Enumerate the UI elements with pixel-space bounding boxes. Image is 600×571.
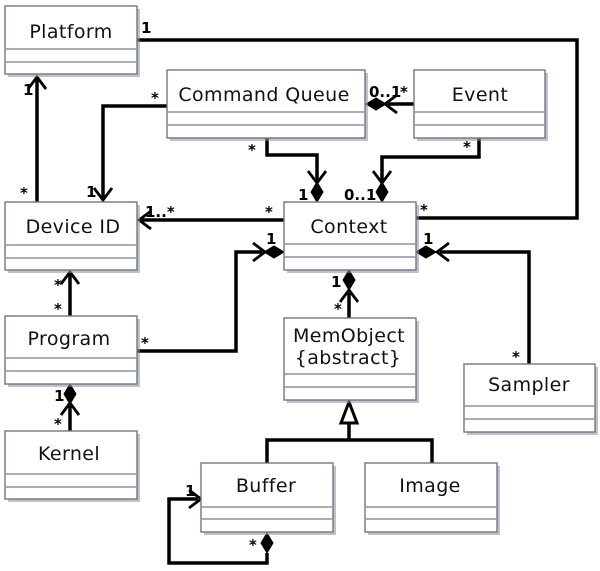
class-name-kernel: Kernel <box>38 443 100 465</box>
class-name-command-queue: Command Queue <box>178 84 349 106</box>
arrowhead-context-from-sampler <box>434 241 450 263</box>
mult-program-device-device-end: * <box>54 276 62 294</box>
class-event[interactable]: Event <box>413 69 548 141</box>
class-name-platform: Platform <box>29 21 112 43</box>
edge-queue-device <box>101 104 167 199</box>
class-program[interactable]: Program <box>4 315 140 387</box>
class-buffer[interactable]: Buffer <box>200 462 336 535</box>
mult-program-context-context-end: 1 <box>266 230 276 248</box>
mult-device-platform-device-end: * <box>20 184 28 202</box>
mult-buffer-self-diamond-end: * <box>249 536 257 554</box>
class-name-device-id: Device ID <box>26 216 121 238</box>
mult-sampler-context-context-end: 1 <box>423 230 433 248</box>
edge-program-context <box>137 250 262 353</box>
class-name-context: Context <box>310 216 387 238</box>
edge-platform-context <box>137 38 579 220</box>
class-stereotype-memobject: {abstract} <box>295 347 402 369</box>
mult-memobject-context-context-end: 1 <box>331 273 341 291</box>
composition-diamond-context-sampler <box>415 245 437 259</box>
class-name-sampler: Sampler <box>488 374 570 396</box>
mult-platform-context-platform-end: 1 <box>141 19 151 37</box>
generalization-triangle <box>338 397 360 425</box>
edge-queue-context <box>265 138 319 182</box>
mult-context-device-device-end: 1..* <box>145 203 175 221</box>
mult-buffer-self-arrow-end: 1 <box>185 482 195 500</box>
mult-queue-context-context-end: 1 <box>298 186 308 204</box>
mult-context-device-context-end: * <box>265 203 273 221</box>
class-name-image: Image <box>399 475 461 497</box>
arrowhead-device-from-queue <box>92 187 114 203</box>
composition-diamond-queue <box>365 97 387 111</box>
class-name-buffer: Buffer <box>236 475 296 497</box>
composition-diamond-context-memobject <box>342 269 356 291</box>
class-kernel[interactable]: Kernel <box>4 430 140 502</box>
mult-platform-context-context-end: * <box>420 201 428 219</box>
mult-device-platform-platform-end: 1 <box>23 81 33 99</box>
mult-memobject-context-memobject-end: * <box>334 300 342 318</box>
mult-queue-context-queue-end: * <box>248 141 256 159</box>
mult-sampler-context-sampler-end: * <box>512 348 520 366</box>
mult-queue-device-queue-end: * <box>151 89 159 107</box>
class-name-memobject: MemObject <box>293 325 405 347</box>
composition-diamond-buffer-self <box>260 532 274 554</box>
composition-diamond-program-kernel <box>63 383 77 405</box>
mult-program-context-program-end: * <box>141 334 149 352</box>
class-context[interactable]: Context <box>283 201 419 273</box>
class-device-id[interactable]: Device ID <box>4 201 140 273</box>
mult-kernel-program-program-end: 1 <box>54 387 64 405</box>
class-platform[interactable]: Platform <box>4 5 140 77</box>
mult-event-queue-queue-end: 0..1 <box>369 83 401 101</box>
class-sampler[interactable]: Sampler <box>463 363 598 435</box>
class-name-event: Event <box>452 84 508 106</box>
composition-diamond-context-queue <box>310 181 324 203</box>
edge-generalization <box>265 423 434 463</box>
class-image[interactable]: Image <box>364 462 500 535</box>
class-name-program: Program <box>28 328 111 350</box>
mult-kernel-program-kernel-end: * <box>54 415 62 433</box>
edge-sampler-context <box>440 250 531 364</box>
mult-event-context-event-end: * <box>463 138 471 156</box>
composition-diamond-context-event <box>375 181 389 203</box>
class-memobject[interactable]: MemObject {abstract} <box>283 317 419 403</box>
mult-event-queue-event-end: * <box>400 83 408 101</box>
mult-program-device-program-end: * <box>54 300 62 318</box>
class-command-queue[interactable]: Command Queue <box>166 69 368 141</box>
edge-event-context <box>380 138 481 182</box>
mult-event-context-context-end: 0..1 <box>344 186 376 204</box>
edge-buffer-self <box>167 497 269 565</box>
mult-queue-device-device-end: 1 <box>86 183 96 201</box>
